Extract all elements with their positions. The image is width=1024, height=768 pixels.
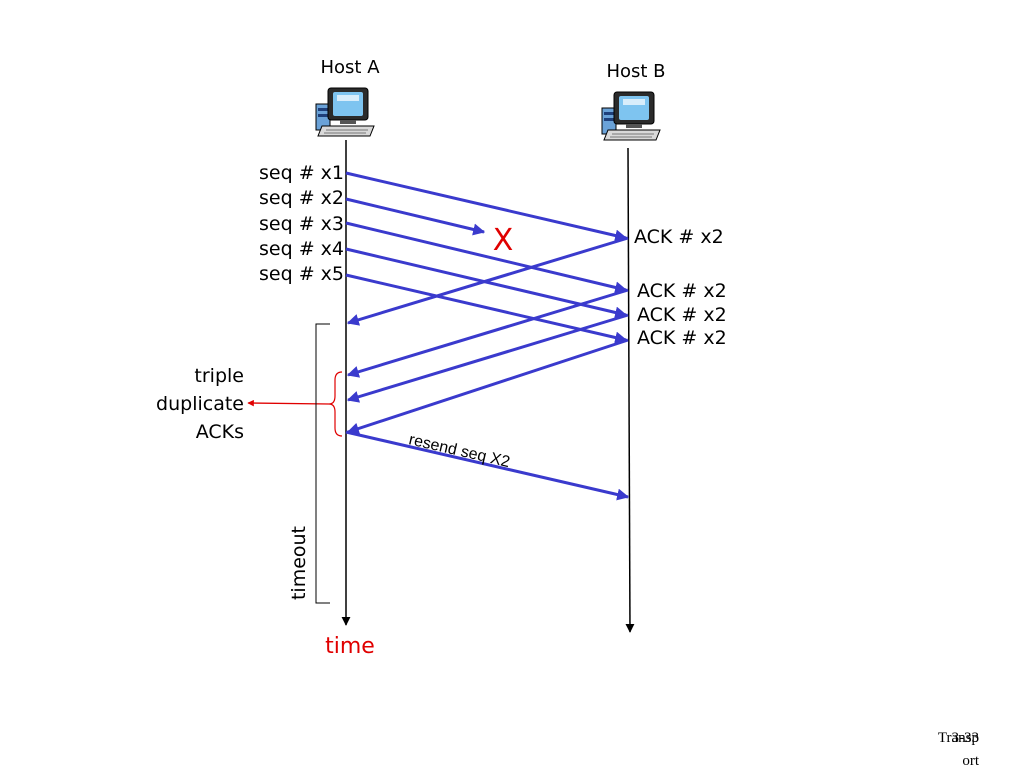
computer-icon xyxy=(601,91,661,141)
time-label: time xyxy=(325,634,375,659)
ack-label: ACK # x2 xyxy=(637,280,727,302)
ack-arrow xyxy=(346,236,629,326)
ack-label: ACK # x2 xyxy=(634,226,724,248)
triple-dup-line2: duplicate xyxy=(156,393,244,415)
timeout-bracket xyxy=(315,323,330,604)
host-b-label: Host B xyxy=(606,61,665,82)
ack-arrow xyxy=(346,338,629,435)
resend-arrow xyxy=(345,430,630,501)
seq-x3-arrow xyxy=(345,221,628,294)
ack-label: ACK # x2 xyxy=(637,327,727,349)
computer-icon xyxy=(315,87,375,137)
seq-label: seq # x3 xyxy=(259,213,344,235)
ack-arrow xyxy=(346,313,629,403)
seq-x5-arrow xyxy=(345,273,628,344)
host-a-label: Host A xyxy=(320,57,380,78)
footer-chapter-line2: ort xyxy=(962,753,979,768)
loss-marker: X xyxy=(493,223,514,258)
seq-x1-arrow xyxy=(345,171,628,242)
seq-label: seq # x1 xyxy=(259,162,344,184)
dup-ack-pointer xyxy=(247,399,330,407)
seq-label: seq # x5 xyxy=(259,263,344,285)
timeout-label: timeout xyxy=(288,526,310,600)
ack-label: ACK # x2 xyxy=(637,304,727,326)
ack-arrow xyxy=(346,288,629,378)
footer-chapter-line1: Transp xyxy=(938,730,979,746)
dup-ack-brace xyxy=(328,371,343,437)
seq-label: seq # x2 xyxy=(259,187,344,209)
resend-label: resend seq X2 xyxy=(407,431,511,471)
seq-x2-arrow xyxy=(345,197,486,236)
host-b-timeline xyxy=(625,147,635,633)
page-number: 3-33 xyxy=(952,730,980,746)
seq-label: seq # x4 xyxy=(259,238,344,260)
triple-dup-line1: triple xyxy=(194,365,244,387)
triple-dup-line3: ACKs xyxy=(196,421,244,443)
